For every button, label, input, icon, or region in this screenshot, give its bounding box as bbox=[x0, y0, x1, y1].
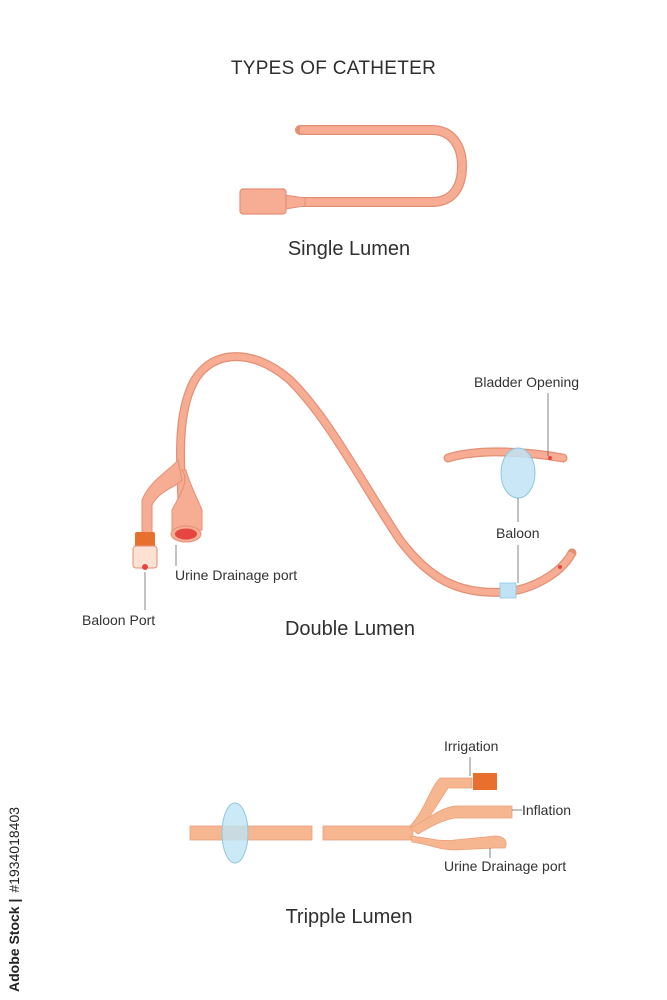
baloon-port-label: Baloon Port bbox=[82, 612, 156, 628]
double-lumen-catheter bbox=[132, 352, 577, 610]
inflation-label: Inflation bbox=[522, 802, 572, 818]
stock-credit-text: Adobe Stock | bbox=[6, 898, 22, 992]
urine-drainage-port-label: Urine Drainage port bbox=[175, 567, 298, 583]
single-lumen-connector bbox=[239, 188, 287, 215]
double-balloon-inflated bbox=[500, 447, 536, 499]
page-title: TYPES OF CATHETER bbox=[230, 58, 437, 79]
irrigation-label: Irrigation bbox=[444, 738, 499, 754]
baloon-port bbox=[135, 532, 155, 548]
stock-credit-id: #1934018403 bbox=[6, 806, 22, 893]
irrigation-port bbox=[473, 773, 497, 790]
single-lumen-title: Single Lumen bbox=[287, 238, 411, 260]
single-lumen-catheter bbox=[239, 125, 468, 215]
baloon-label: Baloon bbox=[496, 525, 540, 541]
tripple-lumen-title: Tripple Lumen bbox=[285, 906, 413, 928]
tripple-urine-drainage-port-label: Urine Drainage port bbox=[444, 858, 567, 874]
stock-credit: Adobe Stock | #1934018403 bbox=[6, 807, 22, 992]
tripple-balloon bbox=[221, 802, 249, 864]
tripple-lumen-catheter bbox=[189, 757, 522, 864]
double-balloon-band bbox=[499, 582, 517, 599]
bladder-opening-label: Bladder Opening bbox=[474, 374, 580, 390]
double-lumen-title: Double Lumen bbox=[284, 618, 416, 640]
